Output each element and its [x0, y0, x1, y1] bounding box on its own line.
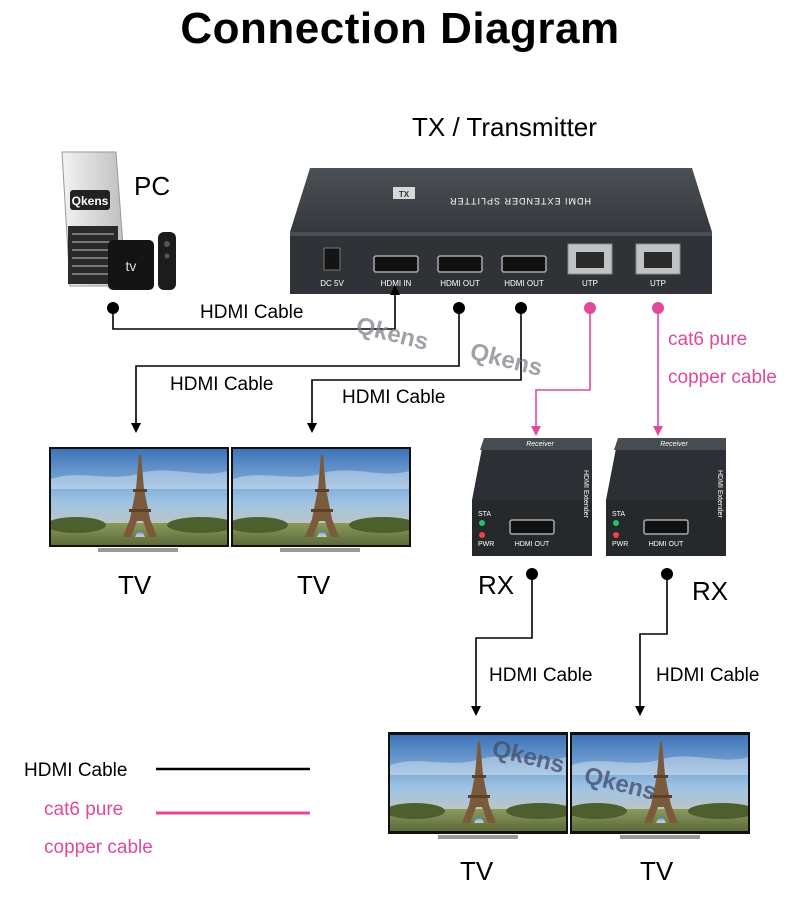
hdmi-cables [112, 290, 668, 708]
hdmi-cable-ends [107, 285, 673, 716]
transmitter-top-text: HDMI EXTENDER SPLITTER [449, 196, 591, 206]
rx-label-1: RX [478, 570, 515, 600]
receiver-device-1 [472, 438, 592, 556]
diagram-title: Connection Diagram [180, 4, 620, 53]
legend-hdmi-label: HDMI Cable [24, 760, 128, 781]
hdmi-cable-label-rx2: HDMI Cable [656, 665, 760, 686]
cat6-label-line2: copper cable [668, 367, 777, 388]
receiver-2-sta: STA [612, 511, 625, 518]
tv-2 [231, 447, 411, 552]
tv-1 [49, 447, 229, 552]
hdmi-cable-label-tv1: HDMI Cable [170, 374, 274, 395]
receiver-1-sta: STA [478, 511, 491, 518]
cat6-cable-tx-to-rx1 [535, 308, 591, 428]
hdmi-cable-rx2-to-tv4 [639, 574, 668, 708]
hdmi-cable-label-pc: HDMI Cable [200, 302, 304, 323]
transmitter-text: HDMI EXTENDER SPLITTER TX DC 5V HDMI IN … [320, 190, 666, 288]
cat6-cables [535, 308, 659, 428]
transmitter-device [290, 168, 712, 294]
legend-cat6-label-line1: cat6 pure [44, 799, 124, 820]
tv-box-label: tv [126, 258, 137, 274]
cat6-cable-ends [531, 302, 664, 436]
hdmi-cable-pc-to-tx [112, 290, 396, 330]
port-label-hdmi-out-1: HDMI OUT [440, 279, 480, 288]
hdmi-cable-rx1-to-tv3 [475, 574, 533, 708]
receiver-2-pwr: PWR [612, 541, 628, 548]
port-label-hdmi-in: HDMI IN [381, 279, 412, 288]
tv-3 [388, 732, 568, 839]
hdmi-cable-label-rx1: HDMI Cable [489, 665, 593, 686]
receiver-2-top-text: Receiver [660, 441, 688, 448]
cat6-label-line1: cat6 pure [668, 329, 748, 350]
tv-4 [570, 732, 750, 839]
port-label-utp-1: UTP [582, 279, 598, 288]
rx-label-2: RX [692, 576, 729, 606]
hdmi-cable-tx-to-tv1 [135, 308, 460, 425]
receiver-1-port: HDMI OUT [515, 541, 550, 548]
port-label-hdmi-out-2: HDMI OUT [504, 279, 544, 288]
transmitter-label: TX / Transmitter [412, 112, 597, 142]
port-label-utp-2: UTP [650, 279, 666, 288]
pc-label: PC [134, 171, 171, 201]
port-label-dc: DC 5V [320, 279, 344, 288]
tv-label-2: TV [297, 570, 331, 600]
tv-label-1: TV [118, 570, 152, 600]
hdmi-cable-tx-to-tv2 [311, 308, 522, 425]
receiver-2-port: HDMI OUT [649, 541, 684, 548]
legend-cat6-label-line2: copper cable [44, 837, 153, 858]
tv-label-3: TV [460, 856, 494, 886]
tv-label-4: TV [640, 856, 674, 886]
receiver-1-pwr: PWR [478, 541, 494, 548]
receiver-1-top-text: Receiver [526, 441, 554, 448]
pc-tower [61, 151, 176, 290]
receiver-2-side-text: HDMI Extender [716, 470, 723, 519]
receiver-text: Receiver Receiver HDMI Extender HDMI Ext… [478, 441, 723, 548]
receiver-device-2 [606, 438, 726, 556]
transmitter-badge: TX [399, 190, 410, 199]
pc-brand-label: Qkens [72, 194, 109, 208]
hdmi-cable-label-tv2: HDMI Cable [342, 387, 446, 408]
receiver-1-side-text: HDMI Extender [582, 470, 589, 519]
